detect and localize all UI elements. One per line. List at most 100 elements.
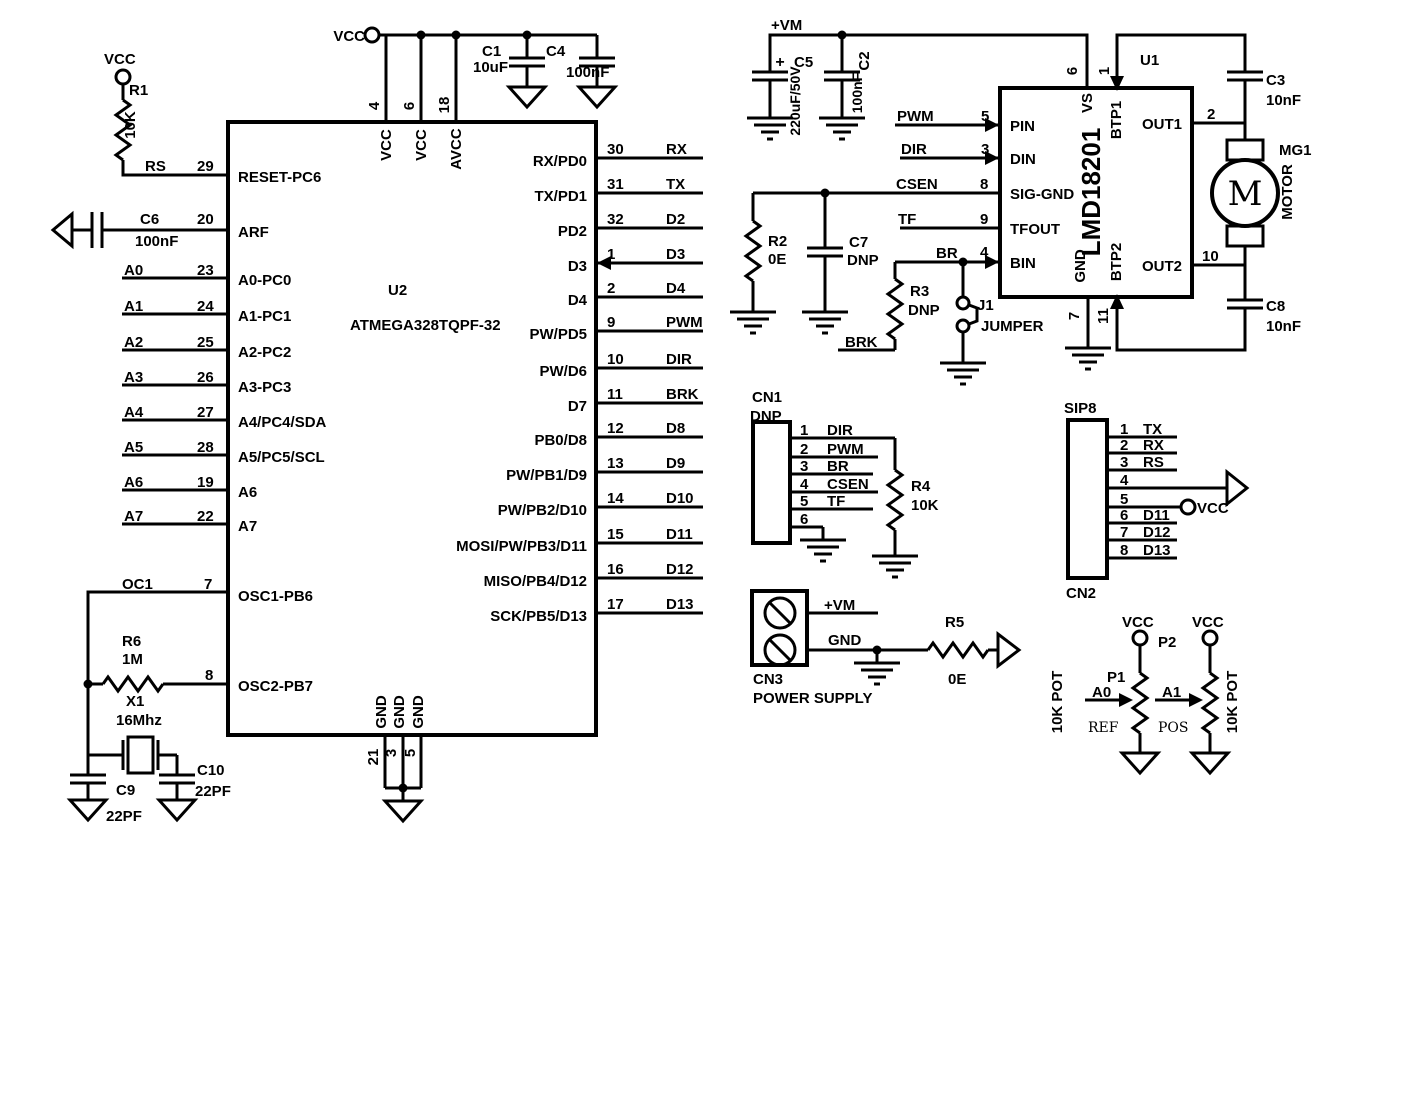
r3-value: DNP: [908, 302, 940, 319]
vcc-net-label-u2: VCC: [333, 28, 365, 45]
cn1-connector-section: [751, 420, 920, 579]
net-d2-label: D2: [666, 211, 685, 228]
c1-capacitor-symbol: [507, 56, 547, 68]
c8-capacitor-symbol: [1225, 298, 1265, 310]
u1-pin10-name: OUT2: [1142, 258, 1182, 275]
junction-dot: [416, 30, 426, 40]
r5-ground-arrow-icon: [996, 630, 1022, 670]
net-vm-label: +VM: [771, 17, 802, 34]
cn2-pin6-number: 6: [1120, 507, 1128, 524]
c5-capacitor-symbol: [750, 70, 790, 82]
u2-pin19-number: 19: [197, 474, 214, 491]
vm-rail-wires: [768, 33, 1089, 118]
p1-ground-icon: [1120, 751, 1160, 775]
u2-pin22-number: 22: [197, 508, 214, 525]
p1-designator: P1: [1107, 669, 1125, 686]
r2-designator: R2: [768, 233, 787, 250]
u2-pin32-number: 32: [607, 211, 624, 228]
junction-dot: [522, 30, 532, 40]
net-rs-label-cn2: RS: [1143, 454, 1164, 471]
u2-pin22-name: A7: [238, 518, 257, 535]
c9-capacitor-symbol: [68, 773, 108, 785]
vcc-supply-icon: [114, 68, 132, 86]
u2-pin6-number: 6: [401, 102, 418, 110]
u1-pin10-number: 10: [1202, 248, 1219, 265]
j1-ground-icon: [938, 361, 988, 386]
r5-value: 0E: [948, 671, 966, 688]
c7-capacitor-symbol: [805, 246, 845, 258]
c7-ground-icon: [800, 310, 850, 335]
u2-pin24-name: A1-PC1: [238, 308, 291, 325]
c9-value: 22PF: [106, 808, 142, 825]
u2-pin6-name: VCC: [413, 129, 430, 161]
c5-polarity-plus: +: [775, 54, 784, 71]
u2-pin1-number: 1: [607, 246, 615, 263]
cn2-ground-arrow-icon: [1225, 468, 1250, 508]
c1-designator: C1: [482, 43, 501, 60]
c3-value: 10nF: [1266, 92, 1301, 109]
cn2-pin7-number: 7: [1120, 524, 1128, 541]
u2-pin4-number: 4: [366, 101, 383, 110]
cn1-pin2-number: 2: [800, 441, 808, 458]
net-rx-label: RX: [666, 141, 687, 158]
din-input-arrow-icon: [985, 151, 999, 165]
u2-pin15-number: 15: [607, 526, 624, 543]
r2-value: 0E: [768, 251, 786, 268]
cn2-pin1-number: 1: [1120, 421, 1128, 438]
c5-designator: C5: [794, 54, 813, 71]
u2-pin14-number: 14: [607, 490, 624, 507]
c2-value: 100nF: [849, 72, 865, 113]
u2-pin23-number: 23: [197, 262, 214, 279]
r4-ground-icon: [870, 554, 920, 579]
c5-value: 220uF/50V: [787, 66, 803, 136]
u2-pin12-name: PB0/D8: [534, 432, 587, 449]
u2-pin16-number: 16: [607, 561, 624, 578]
junction-dot: [398, 783, 408, 793]
r6-value: 1M: [122, 651, 143, 668]
u1-pin3-name: DIN: [1010, 151, 1036, 168]
u2-pin27-name: A4/PC4/SDA: [238, 414, 327, 431]
j1-pin1-icon: [955, 295, 971, 311]
net-brk-label-u2: BRK: [666, 386, 699, 403]
net-a0-label-p1: A0: [1092, 684, 1111, 701]
cn2-pin2-number: 2: [1120, 437, 1128, 454]
p2-wires: [1155, 645, 1212, 753]
u2-pin29-name: RESET-PC6: [238, 169, 321, 186]
net-brk-label-r3: BRK: [845, 334, 878, 351]
p2-ground-icon: [1190, 751, 1230, 775]
u1-pin2-number: 2: [1207, 106, 1215, 123]
potentiometer-section: [1085, 629, 1230, 775]
p1-wiper-arrow-icon: [1119, 693, 1133, 707]
junction-dot: [451, 30, 461, 40]
net-pwm-label-cn1: PWM: [827, 441, 864, 458]
u1-input-wires: [753, 123, 1000, 264]
p1-vcc-supply-icon: [1131, 629, 1149, 647]
net-d12-label: D12: [666, 561, 694, 578]
c2-ground-icon: [817, 116, 867, 141]
c3-capacitor-symbol: [1225, 70, 1265, 82]
cn3-name: POWER SUPPLY: [753, 690, 872, 707]
r2-ground-icon: [728, 310, 778, 335]
net-d13-label: D13: [666, 596, 694, 613]
p1-terminal-label: REF: [1088, 720, 1119, 736]
net-a0-label: A0: [124, 262, 143, 279]
u1-pin7-name: GND: [1072, 249, 1089, 283]
motor-terminal-bottom: [1225, 224, 1265, 248]
cn1-pin6-number: 6: [800, 511, 808, 528]
vcc-net-label-r1: VCC: [104, 51, 136, 68]
u1-pin2-name: OUT1: [1142, 116, 1182, 133]
u1-pin1-name: BTP1: [1108, 101, 1125, 139]
u2-pin8-number: 8: [205, 667, 213, 684]
bin-input-arrow-icon: [985, 255, 999, 269]
p2-value: 10K POT: [1224, 671, 1241, 734]
p2-wiper-arrow-icon: [1189, 693, 1203, 707]
net-csen-label-cn1: CSEN: [827, 476, 869, 493]
net-tx-label: TX: [666, 176, 685, 193]
r1-value: 10K: [122, 111, 139, 139]
u2-pin8-name: OSC2-PB7: [238, 678, 313, 695]
u1-ground-icon: [1063, 346, 1113, 371]
c10-ground-icon: [157, 798, 197, 822]
u2-pin19-name: A6: [238, 484, 257, 501]
